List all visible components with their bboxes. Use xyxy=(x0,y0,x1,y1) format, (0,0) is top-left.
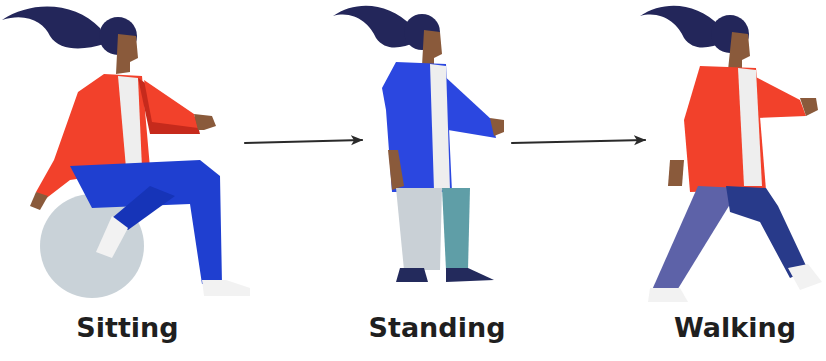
flow-arrow xyxy=(245,140,362,143)
figure-node: Standing xyxy=(362,0,512,361)
figure-node: Walking xyxy=(645,0,825,361)
sitting-figure xyxy=(2,7,250,298)
figure-node: Sitting xyxy=(10,0,245,361)
flow-arrow xyxy=(512,140,645,143)
stage-label: Standing xyxy=(362,310,512,346)
stage-label: Sitting xyxy=(10,310,245,346)
walking-figure xyxy=(640,6,822,302)
stage-label: Walking xyxy=(645,310,825,346)
standing-figure xyxy=(333,6,504,282)
